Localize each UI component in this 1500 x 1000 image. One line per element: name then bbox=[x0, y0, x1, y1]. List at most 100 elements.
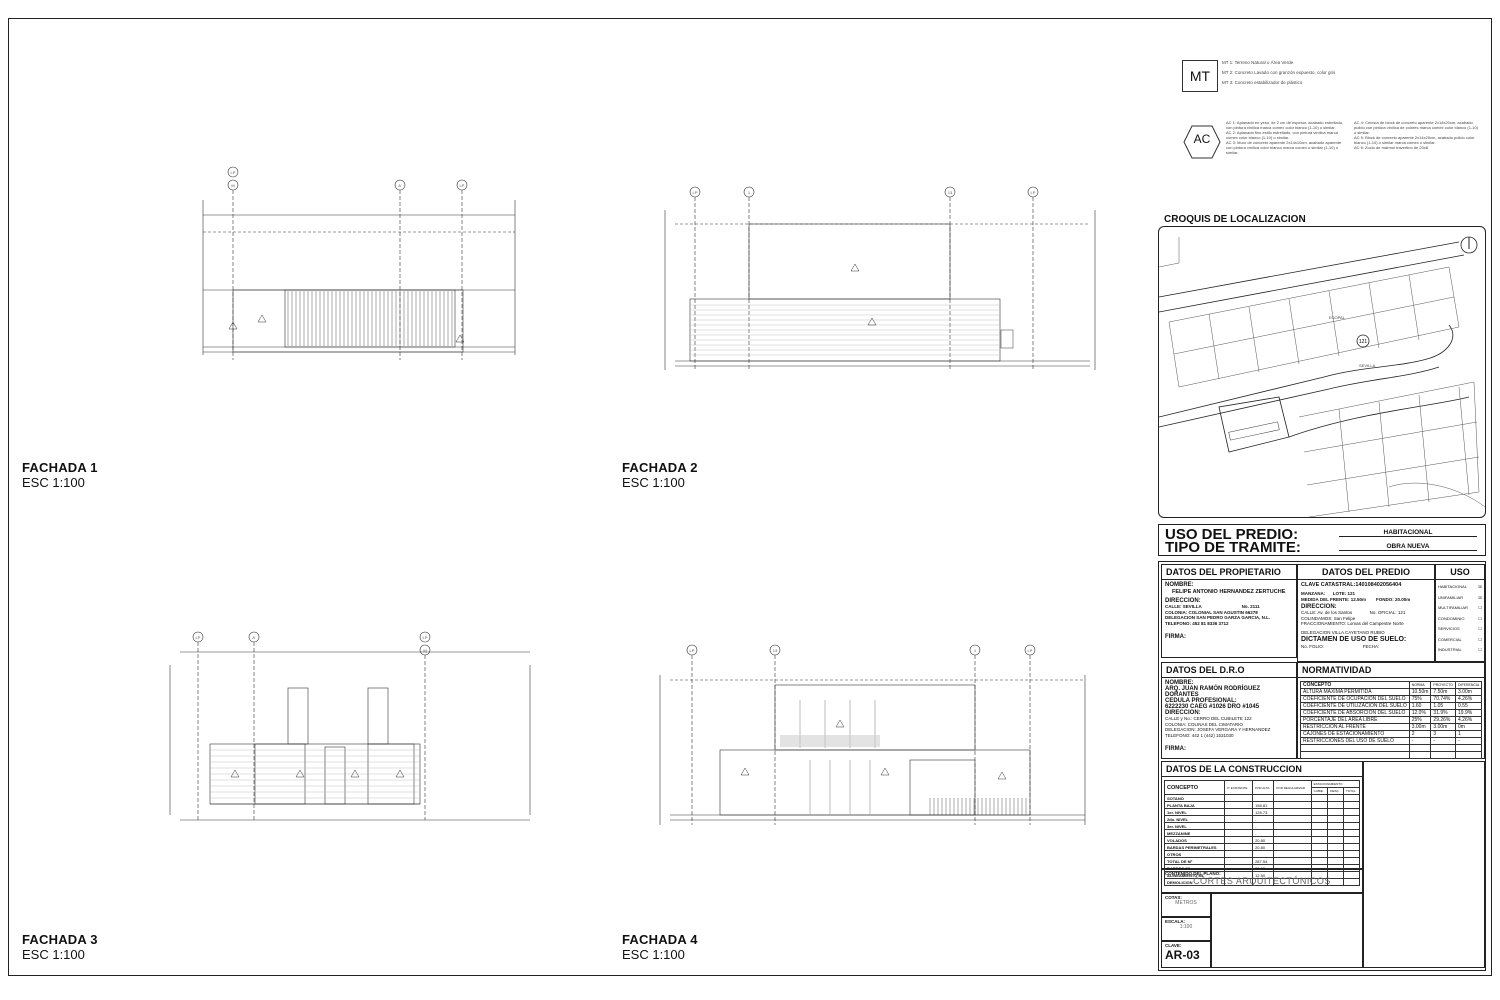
uso-option[interactable]: MULTIFAMILIAR☐ bbox=[1438, 603, 1482, 614]
uso-label: USO DEL PREDIO: bbox=[1165, 526, 1299, 543]
grid-label: LP bbox=[693, 190, 698, 195]
owner-address-line: TELEFONO: 452 81 8336 3712 bbox=[1165, 620, 1229, 626]
lot-number: 121 bbox=[1359, 339, 1368, 345]
legend-item: AC 2: Aplanado fino estilo estrellado, c… bbox=[1226, 130, 1338, 140]
checkbox-icon: ☐ bbox=[1478, 626, 1482, 631]
checkbox-icon: ☐ bbox=[1478, 605, 1482, 610]
facade-scale: ESC 1:100 bbox=[22, 475, 85, 490]
legend-item: MT 2: Concreto Lavado con granzón expues… bbox=[1222, 70, 1336, 75]
table-row: SOTANO bbox=[1163, 794, 1361, 802]
grid-label: LP bbox=[1028, 648, 1033, 653]
grid-label: LP bbox=[460, 183, 465, 188]
facade-4-drawing: LP 13 1 LP bbox=[659, 644, 1086, 825]
uso-predio-box: USO DEL PREDIO: HABITACIONAL TIPO DE TRA… bbox=[1158, 524, 1486, 556]
dro-address-line: TELEFONO: 442 1 (442) 1531030 bbox=[1165, 732, 1234, 738]
uso-value: HABITACIONAL bbox=[1339, 529, 1477, 537]
checkbox-icon: ☐ bbox=[1478, 647, 1482, 652]
tramite-label: TIPO DE TRAMITE: bbox=[1165, 539, 1301, 556]
dro-address-line: DELEGACION: JOSEFA VERGARA Y HERNANDEZ bbox=[1165, 727, 1271, 732]
street-label: SEVILLA bbox=[1359, 363, 1376, 368]
clave-catastral: CLAVE CATASTRAL:14010840205640​4 bbox=[1301, 582, 1402, 588]
facade-3-caption: FACHADA 3 ESC 1:100 bbox=[22, 932, 98, 962]
owner-address-line: DELEGACION SAN PEDRO GARZA GARCIA, N.L. bbox=[1165, 615, 1271, 620]
table-row bbox=[1300, 744, 1483, 752]
facade-title: FACHADA 4 bbox=[622, 932, 698, 947]
uso-header: USO bbox=[1436, 565, 1484, 580]
grid-label: M bbox=[423, 648, 426, 653]
facade-1-caption: FACHADA 1 ESC 1:100 bbox=[22, 460, 98, 490]
legend-item: MT 1: Terreno Natural o Área Verde bbox=[1222, 60, 1294, 65]
legend-ac: AC AC 1: Aplanado en yeso, de 2 cm de es… bbox=[1182, 120, 1482, 180]
contenido-section: CONTENIDO DEL PLANO: CORTES ARQUITECTÓNI… bbox=[1161, 869, 1363, 893]
field-label: DIRECCION: bbox=[1165, 598, 1201, 604]
uso-option[interactable]: CONDOMINIO☐ bbox=[1438, 614, 1482, 625]
predio-line: MANZANA: LOTE: 121 bbox=[1301, 591, 1356, 596]
escala-value: 1:100 bbox=[1179, 924, 1193, 930]
owner-address-line: COLONIA: COLONIAL SAN AGUSTIN 66278 bbox=[1165, 609, 1258, 615]
grid-label: A' bbox=[398, 183, 402, 188]
field-label: NOMBRE: bbox=[1165, 680, 1194, 686]
tramite-value: OBRA NUEVA bbox=[1339, 543, 1477, 551]
uso-option[interactable]: SERVICIOS☐ bbox=[1438, 624, 1482, 635]
field-label: CEDULA PROFESIONAL: bbox=[1165, 698, 1237, 704]
cotas-value: METROS bbox=[1175, 900, 1197, 906]
facade-scale: ESC 1:100 bbox=[622, 475, 685, 490]
checkbox-icon: ☐ bbox=[1478, 636, 1482, 642]
construccion-table: CONCEPTO P. EXISTENTE POR ALTA POR REGUL… bbox=[1163, 780, 1361, 886]
uso-option[interactable]: UNIFAMILIAR☒ bbox=[1438, 593, 1482, 604]
propietario-section: DATOS DEL PROPIETARIO NOMBRE: FELIPE ANT… bbox=[1161, 564, 1297, 658]
table-header-row: CONCEPTO NORMA PROYECTO DIFERENCIA bbox=[1300, 681, 1483, 689]
grid-label: 1 bbox=[974, 648, 977, 653]
legend-item: AC 6: Zoclo de mármol travertino de 20x8 bbox=[1354, 145, 1429, 150]
grid-label: M bbox=[231, 183, 234, 188]
field-label: NOMBRE: bbox=[1165, 582, 1194, 588]
construccion-section: DATOS DE LA CONSTRUCCION CONCEPTO P. EXI… bbox=[1161, 761, 1363, 886]
facade-2-drawing: LP 1 13 LP bbox=[664, 186, 1096, 370]
table-header-row: CONCEPTO P. EXISTENTE POR ALTA POR REGUL… bbox=[1163, 780, 1361, 795]
uso-section: USO HABITACIONAL☒ UNIFAMILIAR☒ MULTIFAMI… bbox=[1435, 564, 1485, 662]
checkbox-icon: ☐ bbox=[1478, 615, 1482, 621]
table-row: DEMOLICION bbox=[1163, 878, 1361, 886]
predio-header: DATOS DEL PREDIO bbox=[1298, 565, 1434, 580]
ac-symbol: AC bbox=[1193, 132, 1211, 146]
notes-area bbox=[1211, 893, 1363, 968]
table-row: MEZZANINE- bbox=[1163, 829, 1361, 837]
legend-item: AC 3: Muro de concreto aparente 2x14x10c… bbox=[1226, 140, 1342, 155]
grid-label: LP bbox=[690, 648, 695, 653]
owner-address-line: CALLE: SEVILLA No. 2111 bbox=[1165, 604, 1260, 609]
predio-address-line: COLINDAMOS: San Felipe bbox=[1301, 615, 1356, 621]
dro-address-line: CALLE y No.: CERRO DEL CUBILETE 122 bbox=[1165, 716, 1252, 721]
field-label: CLAVE: bbox=[1165, 943, 1182, 948]
field-label: CONTENIDO DEL PLANO: bbox=[1165, 871, 1221, 876]
normatividad-header: NORMATIVIDAD bbox=[1298, 663, 1484, 678]
street-label: ECOPAL bbox=[1329, 315, 1346, 320]
facade-scale: ESC 1:100 bbox=[22, 947, 85, 962]
folio-line: No. FOLIO: FECHA: bbox=[1301, 643, 1380, 649]
field-label: DIRECCION: bbox=[1301, 604, 1337, 610]
propietario-header: DATOS DEL PROPIETARIO bbox=[1162, 565, 1296, 580]
escala-section: ESCALA: 1:100 bbox=[1161, 917, 1211, 941]
grid-label: 1 bbox=[748, 190, 751, 195]
uso-option[interactable]: HABITACIONAL☒ bbox=[1438, 582, 1482, 593]
grid-label: A' bbox=[252, 635, 256, 640]
sheet-code: AR-03 bbox=[1165, 948, 1200, 962]
facade-4-caption: FACHADA 4 ESC 1:100 bbox=[622, 932, 698, 962]
uso-option[interactable]: COMERCIAL☐ bbox=[1438, 635, 1482, 646]
stamp-area bbox=[1363, 761, 1485, 968]
data-panel: DATOS DEL PROPIETARIO NOMBRE: FELIPE ANT… bbox=[1158, 561, 1486, 971]
plan-content: CORTES ARQUITECTÓNICOS bbox=[1193, 876, 1331, 886]
facade-title: FACHADA 2 bbox=[622, 460, 698, 475]
uso-option[interactable]: INDUSTRIAL☐ bbox=[1438, 645, 1482, 656]
dro-name: ARQ. JUAN RAMÓN RODRÍGUEZ DORANTES bbox=[1165, 686, 1261, 698]
cedula-value: 6222230 CAEG #1026 DRO #1045 bbox=[1165, 704, 1260, 710]
predio-line: MEDIDA DEL FRENTE: 12.50m FONDO: 20.00m bbox=[1301, 597, 1411, 602]
signature-label: FIRMA: bbox=[1165, 746, 1186, 752]
facade-1-drawing: LP M A' LP bbox=[202, 166, 516, 360]
